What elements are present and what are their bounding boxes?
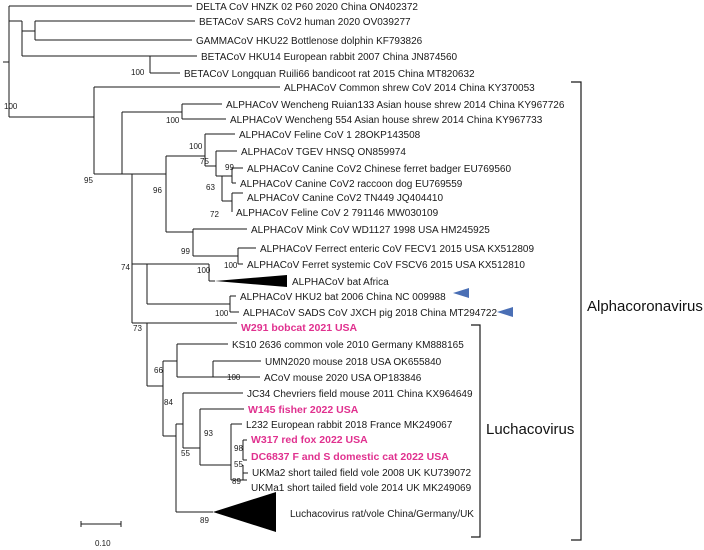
taxon-label: ACoV mouse 2020 USA OP183846	[264, 373, 422, 384]
taxon-label: BETACoV SARS CoV2 human 2020 OV039277	[199, 17, 411, 28]
tree-branches	[3, 5, 280, 513]
bootstrap-value: 100	[197, 266, 211, 275]
bootstrap-value: 100	[189, 142, 203, 151]
bootstrap-value: 74	[121, 263, 130, 272]
bootstrap-value: 89	[232, 477, 241, 486]
taxon-label: UKMa2 short tailed field vole 2008 UK KU…	[252, 468, 471, 479]
taxon-label: L232 European rabbit 2018 France MK24906…	[246, 420, 453, 431]
taxon-label: ALPHACoV Feline CoV 2 791146 MW030109	[236, 208, 439, 219]
bootstrap-value: 100	[166, 116, 180, 125]
taxon-label: ALPHACoV Ferret systemic CoV FSCV6 2015 …	[247, 260, 525, 271]
taxon-label: ALPHACoV bat Africa	[292, 277, 389, 288]
taxon-label: DELTA CoV HNZK 02 P60 2020 China ON40237…	[196, 2, 418, 13]
taxon-label: ALPHACoV TGEV HNSQ ON859974	[241, 147, 406, 158]
marker-triangle-icon	[497, 307, 513, 317]
taxon-label: ALPHACoV Canine CoV2 Chinese ferret badg…	[247, 164, 511, 175]
bootstrap-value: 55	[234, 460, 243, 469]
taxon-label: Luchacovirus rat/vole China/Germany/UK	[290, 509, 474, 520]
collapsed-clade-bat-africa	[215, 275, 287, 287]
taxon-label: ALPHACoV Common shrew CoV 2014 China KY3…	[284, 83, 535, 94]
taxon-label: ALPHACoV Feline CoV 1 28OKP143508	[239, 130, 421, 141]
bootstrap-value: 100	[224, 261, 238, 270]
luchacovirus-bracket	[471, 324, 481, 538]
bootstrap-value: 96	[153, 186, 162, 195]
taxon-label-highlight: W291 bobcat 2021 USA	[241, 322, 358, 334]
taxon-label: UMN2020 mouse 2018 USA OK655840	[265, 357, 442, 368]
taxon-label: GAMMACoV HKU22 Bottlenose dolphin KF7938…	[196, 36, 423, 47]
taxon-label: ALPHACoV Ferrect enteric CoV FECV1 2015 …	[260, 244, 534, 255]
bootstrap-value: 100	[227, 373, 241, 382]
bootstrap-value: 99	[225, 163, 234, 172]
taxon-label: BETACoV HKU14 European rabbit 2007 China…	[201, 52, 458, 63]
marker-triangle-icon	[453, 288, 469, 298]
bootstrap-value: 72	[210, 210, 219, 219]
taxon-label-highlight: DC6837 F and S domestic cat 2022 USA	[251, 451, 449, 463]
bootstrap-values: 100 100 100 95 100 99 75 63 72 96 99 100…	[4, 68, 243, 525]
bootstrap-value: 100	[4, 102, 18, 111]
bootstrap-value: 73	[133, 324, 142, 333]
taxon-label: ALPHACoV HKU2 bat 2006 China NC 009988	[240, 292, 446, 303]
collapsed-clade-rat-vole	[213, 492, 276, 532]
taxon-label: ALPHACoV Mink CoV WD1127 1998 USA HM2459…	[251, 225, 490, 236]
taxon-label: ALPHACoV Canine CoV2 raccoon dog EU76955…	[240, 179, 463, 190]
scale-bar	[80, 521, 122, 527]
bootstrap-value: 89	[200, 516, 209, 525]
taxon-label: JC34 Chevriers field mouse 2011 China KX…	[247, 389, 473, 400]
taxon-label: ALPHACoV Wencheng 554 Asian house shrew …	[230, 115, 543, 126]
taxon-label-highlight: W145 fisher 2022 USA	[248, 404, 359, 416]
taxon-label: KS10 2636 common vole 2010 Germany KM888…	[232, 340, 464, 351]
clade-label-luchacovirus: Luchacovirus	[486, 421, 574, 438]
scale-bar-label: 0.10	[95, 539, 111, 548]
taxon-labels: DELTA CoV HNZK 02 P60 2020 China ON40237…	[184, 2, 565, 520]
bootstrap-value: 75	[200, 157, 209, 166]
bootstrap-value: 100	[215, 309, 229, 318]
taxon-label: UKMa1 short tailed field vole 2014 UK MK…	[251, 483, 472, 494]
taxon-label: ALPHACoV Wencheng Ruian133 Asian house s…	[226, 100, 565, 111]
bootstrap-value: 98	[234, 444, 243, 453]
bootstrap-value: 63	[206, 183, 215, 192]
taxon-label: ALPHACoV Canine CoV2 TN449 JQ404410	[247, 193, 443, 204]
alphacoronavirus-bracket	[571, 81, 582, 541]
bootstrap-value: 84	[164, 398, 173, 407]
bootstrap-value: 95	[84, 176, 93, 185]
bootstrap-value: 99	[181, 247, 190, 256]
clade-label-alphacoronavirus: Alphacoronavirus	[587, 298, 703, 315]
bootstrap-value: 100	[131, 68, 145, 77]
taxon-label-highlight: W317 red fox 2022 USA	[251, 434, 368, 446]
taxon-label: BETACoV Longquan Ruili66 bandicoot rat 2…	[184, 69, 475, 80]
bootstrap-value: 55	[181, 449, 190, 458]
bootstrap-value: 66	[154, 366, 163, 375]
taxon-label: ALPHACoV SADS CoV JXCH pig 2018 China MT…	[243, 308, 497, 319]
bootstrap-value: 93	[204, 429, 213, 438]
